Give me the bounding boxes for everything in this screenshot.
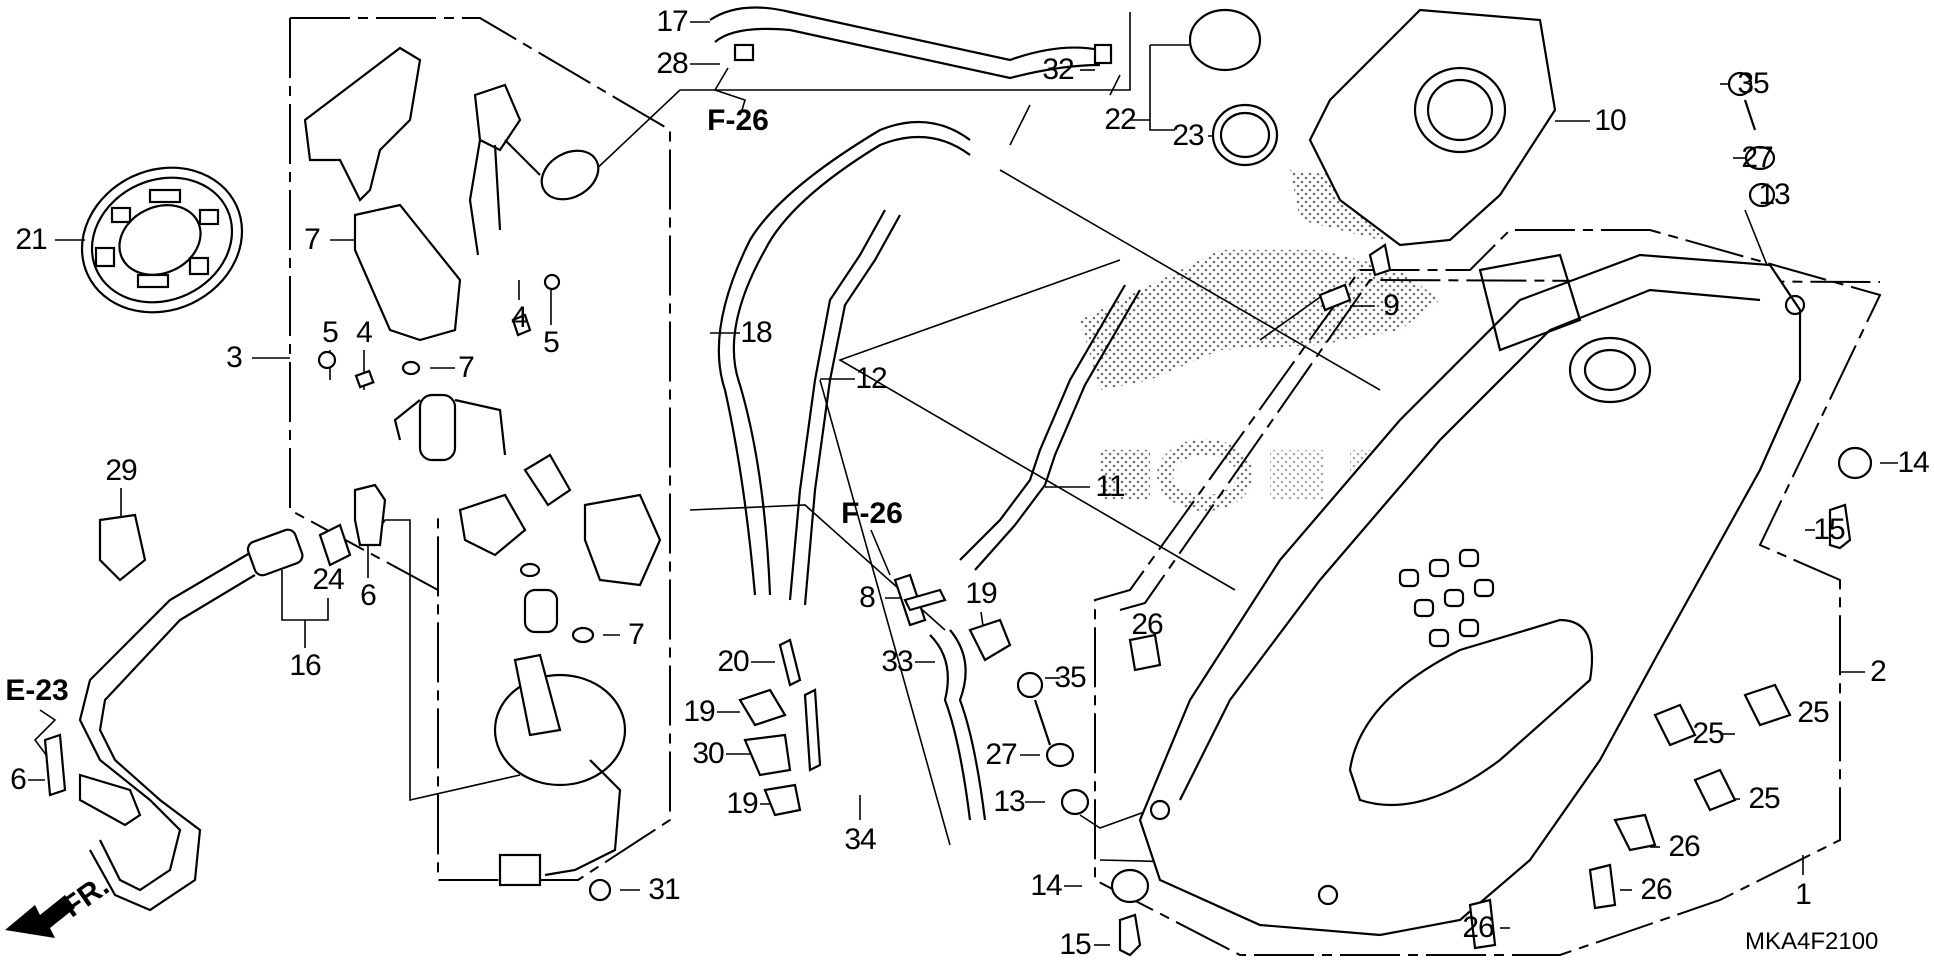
callout-8[interactable]: 8 (859, 581, 876, 614)
callout-27[interactable]: 27 (985, 738, 1017, 771)
callout-35[interactable]: 35 (1054, 661, 1086, 694)
callout-10[interactable]: 10 (1594, 104, 1626, 137)
reference-f26-top[interactable]: F-26 (707, 104, 769, 137)
callout-7[interactable]: 7 (628, 618, 645, 651)
callout-21[interactable]: 21 (15, 223, 47, 256)
callout-26[interactable]: 26 (1131, 608, 1163, 641)
part-16-hose (43, 483, 387, 912)
part-17-hose (709, 6, 1113, 80)
callout-5[interactable]: 5 (322, 316, 339, 349)
callout-29[interactable]: 29 (105, 454, 137, 487)
callout-13[interactable]: 13 (993, 785, 1025, 818)
callout-14[interactable]: 14 (1897, 446, 1929, 479)
callout-23[interactable]: 23 (1172, 119, 1204, 152)
group-3-boundary (289, 17, 671, 881)
callout-31[interactable]: 31 (648, 873, 680, 906)
part-10-tray (1308, 8, 1557, 312)
callout-15[interactable]: 15 (1059, 928, 1091, 961)
callout-24[interactable]: 24 (312, 563, 344, 596)
callout-30[interactable]: 30 (692, 737, 724, 770)
parts-25-26 (1468, 683, 1792, 950)
callout-28[interactable]: 28 (656, 47, 688, 80)
front-direction-arrow (5, 895, 75, 938)
part-3-fuel-pump-assy (303, 46, 662, 902)
callout-34[interactable]: 34 (844, 823, 876, 856)
part-1-fuel-tank (1138, 253, 1806, 937)
callout-3[interactable]: 3 (226, 341, 243, 374)
tank-bosses (1398, 548, 1495, 648)
reference-f26-mid[interactable]: F-26 (841, 497, 903, 530)
callout-2[interactable]: 2 (1870, 655, 1887, 688)
callout-25[interactable]: 25 (1692, 717, 1724, 750)
callout-33[interactable]: 33 (881, 645, 913, 678)
callout-6[interactable]: 6 (360, 579, 377, 612)
callout-27[interactable]: 27 (1741, 141, 1773, 174)
callout-18[interactable]: 18 (740, 316, 772, 349)
callout-19[interactable]: 19 (683, 695, 715, 728)
callout-20[interactable]: 20 (717, 645, 749, 678)
callout-16[interactable]: 16 (289, 649, 321, 682)
callout-9[interactable]: 9 (1383, 289, 1400, 322)
callout-7[interactable]: 7 (304, 223, 321, 256)
reference-e23[interactable]: E-23 (5, 674, 69, 707)
callout-4[interactable]: 4 (356, 316, 373, 349)
callout-19[interactable]: 19 (965, 577, 997, 610)
diagram-code: MKA4F2100 (1745, 928, 1879, 955)
callout-17[interactable]: 17 (656, 5, 688, 38)
callout-12[interactable]: 12 (855, 362, 887, 395)
callout-11[interactable]: 11 (1095, 470, 1125, 503)
callout-7[interactable]: 7 (458, 351, 475, 384)
callout-19[interactable]: 19 (726, 787, 758, 820)
callout-22[interactable]: 22 (1104, 103, 1136, 136)
callout-26[interactable]: 26 (1668, 830, 1700, 863)
callout-25[interactable]: 25 (1797, 696, 1829, 729)
part-18-12-11-hoses (717, 120, 1141, 606)
callout-14[interactable]: 14 (1030, 869, 1062, 902)
part-21-ring (80, 166, 244, 314)
callout-32[interactable]: 32 (1042, 53, 1074, 86)
callout-1[interactable]: 1 (1795, 878, 1812, 911)
part-22-cap (1188, 8, 1279, 167)
callout-35[interactable]: 35 (1737, 67, 1769, 100)
callout-13[interactable]: 13 (1758, 178, 1790, 211)
callout-6[interactable]: 6 (10, 763, 27, 796)
callout-4[interactable]: 4 (511, 301, 528, 334)
callout-26[interactable]: 26 (1640, 873, 1672, 906)
callout-5[interactable]: 5 (543, 326, 560, 359)
callout-15[interactable]: 15 (1813, 513, 1845, 546)
small-parts (738, 71, 1873, 957)
callout-25[interactable]: 25 (1748, 782, 1780, 815)
callout-26[interactable]: 26 (1462, 911, 1494, 944)
